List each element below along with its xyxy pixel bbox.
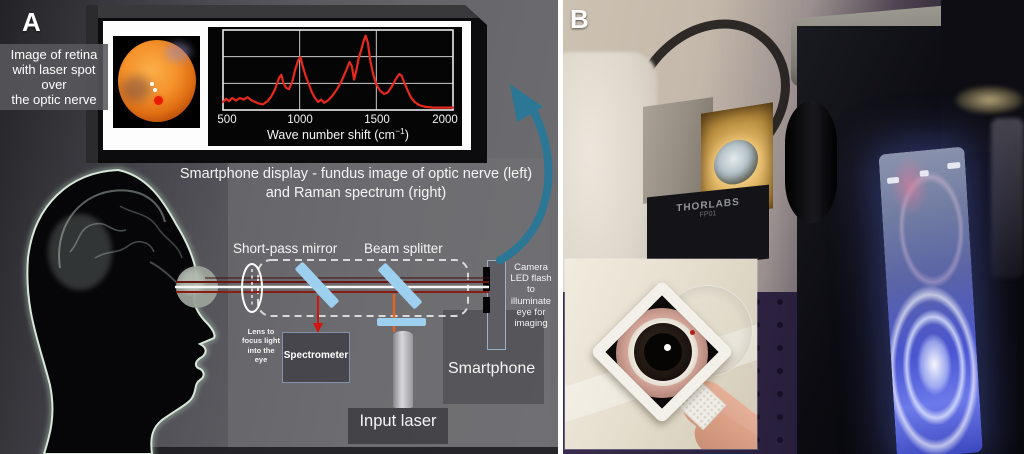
feedback-arrow-head <box>510 84 543 122</box>
focus-lens-label-line: Lens to <box>247 327 275 336</box>
beam-splitter-label: Beam splitter <box>364 241 443 256</box>
camera-led-line: Camera <box>514 262 548 273</box>
focus-lens-label-line: focus light <box>242 336 280 346</box>
spectrum-plot-svg <box>208 27 462 146</box>
raman-spectrum-chart: 500 1000 1500 2000 Wave number shift (cm… <box>208 27 462 146</box>
display-monitor: 500 1000 1500 2000 Wave number shift (cm… <box>86 5 487 163</box>
retina-annotation: Image of retina with laser spot over the… <box>0 44 108 111</box>
retina-annotation-line: over <box>41 77 67 93</box>
x-tick: 1500 <box>364 114 390 126</box>
focus-lens-label-line: into the <box>247 345 275 355</box>
brain-glow <box>48 214 112 290</box>
input-laser-cylinder <box>393 331 413 408</box>
optical-path-art <box>176 84 553 333</box>
brain-lines <box>94 240 155 259</box>
panel-b-photo: THORLABS FP01 <box>563 0 1024 454</box>
focus-lens-label-line: eye <box>254 355 268 365</box>
retina-annotation-line: with laser spot <box>12 62 96 78</box>
eye-model-inset-photo <box>564 258 758 450</box>
retina-glint <box>153 88 157 92</box>
x-tick: 500 <box>217 114 237 126</box>
retina-annotation-line: Image of retina <box>10 47 98 62</box>
retina-reflection <box>165 42 191 62</box>
phone-camera-mark <box>483 267 490 291</box>
monitor-screen: 500 1000 1500 2000 Wave number shift (cm… <box>103 21 471 150</box>
brain-lines <box>58 189 166 269</box>
retina-shadow <box>121 76 151 102</box>
x-tick: 1000 <box>287 114 313 126</box>
camera-led-line: eye for <box>516 306 546 318</box>
panel-a-diagram: 500 1000 1500 2000 Wave number shift (cm… <box>0 0 558 454</box>
brain-lines <box>119 205 183 259</box>
input-laser-label: Input laser <box>359 412 437 430</box>
brain-lines <box>69 222 127 253</box>
retina-annotation-line: the optic nerve <box>11 92 97 108</box>
bottom-shadow-strip <box>80 447 558 454</box>
camera-led-line: to <box>527 284 535 296</box>
x-axis-label-text: Wave number shift (cm <box>267 128 396 143</box>
panel-b-label: B <box>570 4 589 34</box>
eye-glint <box>664 344 671 351</box>
caption-line: and Raman spectrum (right) <box>265 184 447 201</box>
x-axis-label-sup: −1 <box>395 126 405 136</box>
phone-led-mark <box>483 297 490 313</box>
feedback-arrow-curve <box>496 108 553 264</box>
panel-a-label: A <box>22 7 41 37</box>
spectrometer-box: Spectrometer <box>282 332 350 383</box>
focus-lens-label: Lens to focus light into the eye <box>238 327 284 365</box>
laser-focus-lens <box>377 318 426 326</box>
x-axis-label: Wave number shift (cm−1) <box>223 126 453 142</box>
retina-glint <box>150 82 154 86</box>
input-laser-backdrop <box>348 408 448 444</box>
eye-red-mark <box>690 330 695 335</box>
x-axis-label-text: ) <box>404 128 409 143</box>
status-icon <box>919 169 929 177</box>
camera-led-line: illuminate <box>510 295 552 307</box>
status-icon <box>886 177 900 185</box>
monitor-bevel <box>86 5 487 18</box>
status-icon <box>946 162 961 170</box>
smartphone-label: Smartphone <box>448 360 536 377</box>
caption-line: Smartphone display - fundus image of opt… <box>179 166 533 182</box>
display-caption: Smartphone display - fundus image of opt… <box>160 165 552 203</box>
fundus-image <box>113 36 200 128</box>
camera-led-line: LED flash <box>510 273 552 285</box>
panel-divider <box>558 0 563 454</box>
camera-led-annotation: Camera LED flash to illuminate eye for i… <box>505 262 557 329</box>
eye-phantom <box>714 136 758 188</box>
smartphone-diagram <box>483 260 506 350</box>
rig-highlight <box>955 86 1024 114</box>
camera-lens-tube <box>785 101 837 223</box>
focus-lens <box>241 263 263 313</box>
short-pass-mirror <box>295 262 339 308</box>
side-hardware <box>991 118 1024 278</box>
x-tick: 2000 <box>432 114 458 126</box>
beam-splitter <box>378 263 422 309</box>
eye-pupil <box>644 333 682 371</box>
short-pass-mirror-label: Short-pass mirror <box>233 241 338 256</box>
spectrometer-beam-arrowhead <box>313 323 323 333</box>
laser-spot <box>154 96 163 105</box>
camera-led-line: imaging <box>514 318 548 330</box>
spectrometer-label: Spectrometer <box>283 350 349 361</box>
